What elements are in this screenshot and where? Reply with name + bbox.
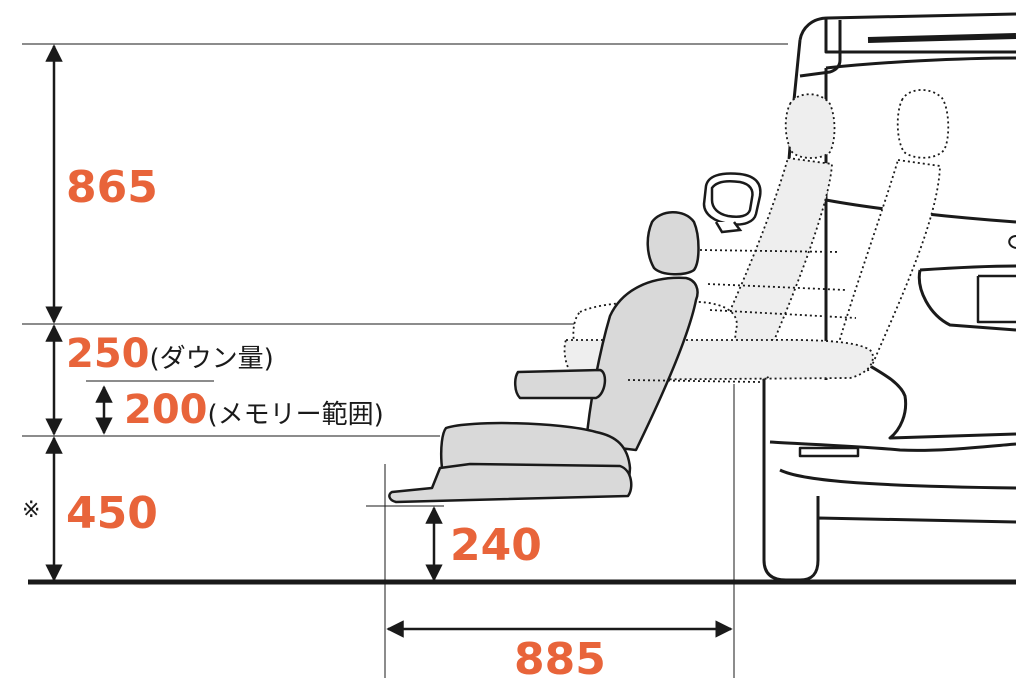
- label-240: 240: [450, 520, 542, 571]
- label-450: 450: [66, 488, 158, 539]
- label-memory-note: (メモリー範囲): [207, 400, 384, 430]
- lift-seat: [388, 211, 700, 504]
- seat-armrest: [514, 368, 607, 400]
- label-865: 865: [66, 162, 158, 213]
- seat-base: [388, 462, 633, 504]
- label-250-group: 250(ダウン量): [66, 334, 274, 374]
- label-885: 885: [514, 634, 606, 685]
- side-mirror: [702, 172, 762, 234]
- label-down-note: (ダウン量): [149, 344, 274, 374]
- label-200: 200: [124, 387, 208, 433]
- label-note-mark: ※: [22, 498, 41, 523]
- label-250: 250: [66, 331, 150, 377]
- label-200-group: 200(メモリー範囲): [124, 390, 384, 430]
- seat-headrest: [646, 211, 700, 276]
